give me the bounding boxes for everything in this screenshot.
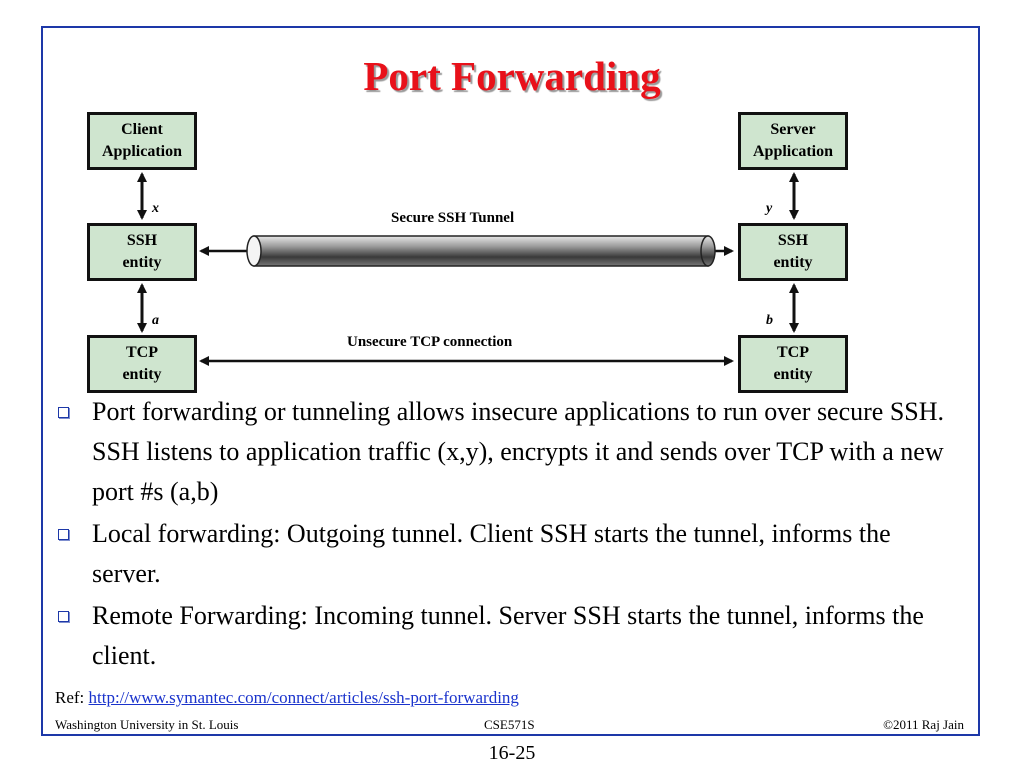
- footer-left: Washington University in St. Louis: [55, 717, 239, 732]
- slide-frame: [41, 26, 980, 736]
- ssh-entity-left-box: SSH entity: [87, 223, 197, 281]
- ssh-tunnel: [199, 235, 734, 267]
- square-bullet-icon: [58, 529, 69, 540]
- tunnel-label: Secure SSH Tunnel: [391, 210, 515, 226]
- var-a-label: a: [152, 313, 159, 328]
- bullet-item: Port forwarding or tunneling allows inse…: [55, 392, 955, 512]
- slide-title: Port Forwarding: [363, 53, 661, 99]
- bullet-text: Local forwarding: Outgoing tunnel. Clien…: [92, 519, 891, 588]
- tcp-connection-label: Unsecure TCP connection: [347, 334, 513, 350]
- tcp-entity-right-box: TCP entity: [738, 335, 848, 393]
- square-bullet-icon: [58, 407, 69, 418]
- bullet-item: Local forwarding: Outgoing tunnel. Clien…: [55, 514, 955, 594]
- square-bullet-icon: [58, 611, 69, 622]
- reference-link[interactable]: http://www.symantec.com/connect/articles…: [88, 688, 519, 707]
- reference: Ref: http://www.symantec.com/connect/art…: [55, 688, 519, 708]
- bullet-list: Port forwarding or tunneling allows inse…: [55, 392, 955, 678]
- reference-label: Ref:: [55, 688, 85, 707]
- footer-center: CSE571S: [484, 717, 535, 732]
- tcp-entity-left-box: TCP entity: [87, 335, 197, 393]
- bullet-text: Port forwarding or tunneling allows inse…: [92, 397, 945, 506]
- server-application-box: Server Application: [738, 112, 848, 170]
- var-y-label: y: [766, 201, 773, 216]
- bullet-item: Remote Forwarding: Incoming tunnel. Serv…: [55, 596, 955, 676]
- client-application-box: Client Application: [87, 112, 197, 170]
- port-forwarding-diagram: [137, 172, 799, 366]
- ssh-entity-right-box: SSH entity: [738, 223, 848, 281]
- var-x-label: x: [152, 201, 159, 216]
- footer-right: ©2011 Raj Jain: [883, 717, 964, 732]
- bullet-text: Remote Forwarding: Incoming tunnel. Serv…: [92, 601, 924, 670]
- var-b-label: b: [766, 313, 773, 328]
- page-number: 16-25: [488, 742, 536, 764]
